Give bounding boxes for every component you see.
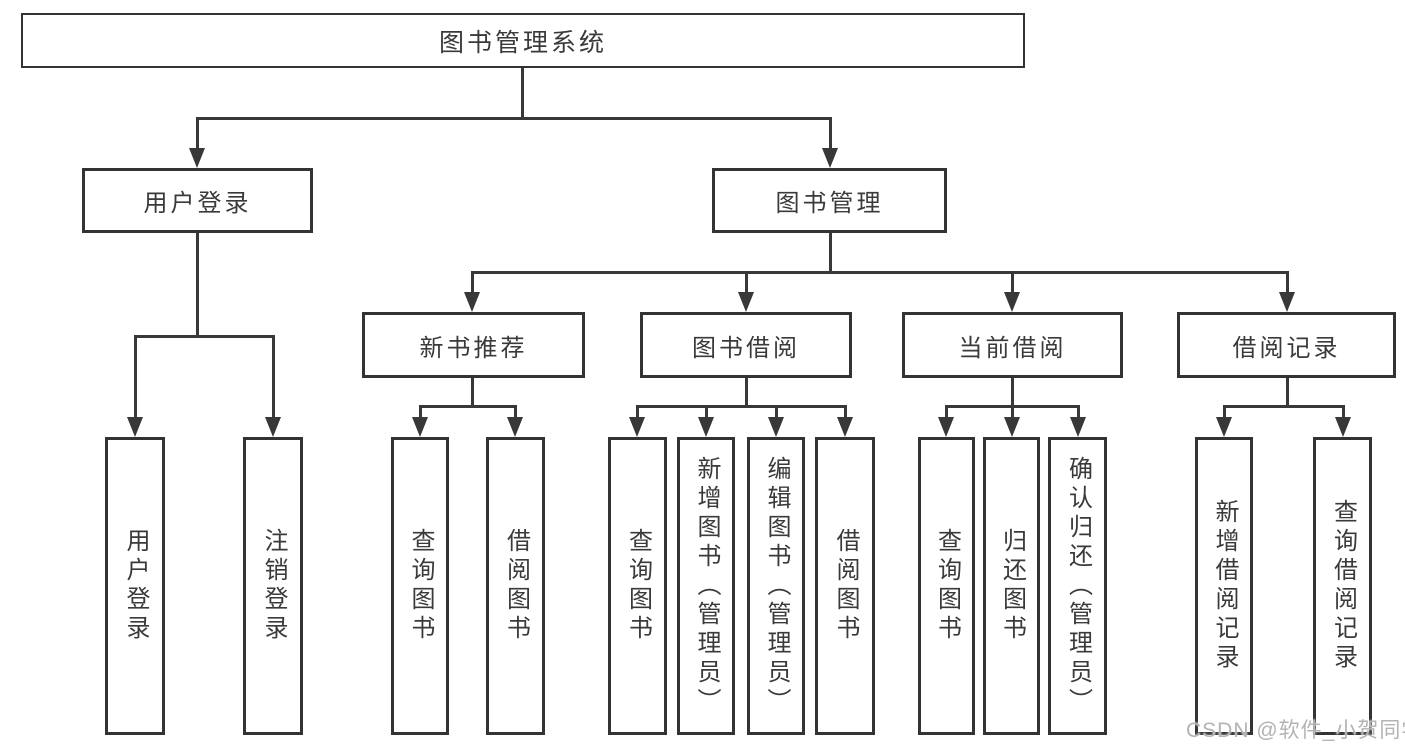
arrow-down-icon [265, 417, 281, 437]
arrow-down-icon [127, 417, 143, 437]
node-borrow-books-recommend: 借阅图书 [486, 437, 545, 735]
connector-line [419, 405, 517, 408]
node-new-book-recommendation: 新书推荐 [362, 312, 585, 378]
arrow-down-icon [1070, 417, 1086, 437]
connector-line [1223, 405, 1345, 408]
node-query-books-recommend: 查询图书 [391, 437, 449, 735]
node-user-login: 用户登录 [82, 168, 313, 233]
node-label: 新增借阅记录 [1211, 499, 1238, 673]
arrow-down-icon [837, 417, 853, 437]
connector-line [514, 405, 517, 419]
connector-line [705, 405, 708, 419]
node-return-books: 归还图书 [983, 437, 1040, 735]
node-label: 图书管理系统 [438, 28, 607, 57]
node-library-system: 图书管理系统 [21, 13, 1025, 68]
arrow-down-icon [412, 417, 428, 437]
connector-line [196, 233, 199, 338]
node-borrow-books-borrowing: 借阅图书 [815, 437, 875, 735]
connector-line [1223, 405, 1226, 419]
node-add-borrow-record: 新增借阅记录 [1195, 437, 1253, 735]
connector-line [1342, 405, 1345, 419]
node-label: 借阅图书 [832, 528, 859, 644]
node-logout-function: 注销登录 [243, 437, 303, 735]
node-label: 借阅图书 [502, 528, 530, 644]
node-label: 查询图书 [933, 528, 961, 644]
arrow-down-icon [1335, 417, 1351, 437]
node-borrowing-records: 借阅记录 [1177, 312, 1396, 378]
connector-line [745, 271, 748, 294]
node-book-management: 图书管理 [712, 168, 947, 233]
node-current-borrowing: 当前借阅 [902, 312, 1123, 378]
node-label: 当前借阅 [958, 334, 1067, 362]
connector-line [775, 405, 778, 419]
node-query-books-borrowing: 查询图书 [608, 437, 667, 735]
node-book-borrowing: 图书借阅 [640, 312, 852, 378]
node-query-books-current: 查询图书 [918, 437, 975, 735]
arrow-down-icon [822, 148, 838, 168]
csdn-watermark: CSDN @软件_小贺同学 [1186, 719, 1405, 742]
node-label: 图书借阅 [692, 334, 800, 362]
connector-line [829, 233, 832, 274]
node-label: 注销登录 [260, 528, 287, 644]
node-confirm-return-admin: 确认归还（管理员） [1048, 437, 1107, 735]
connector-line [844, 405, 847, 419]
arrow-down-icon [738, 292, 754, 312]
connector-line [1286, 271, 1289, 294]
connector-line [829, 117, 832, 149]
connector-line [196, 117, 832, 120]
connector-line [419, 405, 422, 419]
node-label: 图书管理 [775, 190, 884, 217]
connector-line [134, 335, 275, 338]
node-label: 查询图书 [624, 528, 652, 644]
connector-line [1011, 271, 1014, 294]
arrow-down-icon [507, 417, 523, 437]
connector-line [521, 68, 524, 118]
arrow-down-icon [698, 417, 714, 437]
node-add-books-admin: 新增图书（管理员） [677, 437, 735, 735]
node-label: 新书推荐 [419, 334, 528, 362]
arrow-down-icon [1216, 417, 1232, 437]
connector-line [945, 405, 948, 419]
connector-line [1011, 405, 1014, 419]
connector-line [745, 377, 748, 408]
node-user-login-function: 用户登录 [105, 437, 165, 735]
node-label: 查询借阅记录 [1329, 499, 1357, 673]
node-label: 用户登录 [143, 190, 252, 217]
connector-line [471, 271, 474, 294]
node-label: 查询图书 [407, 528, 434, 644]
connector-line [471, 377, 474, 408]
arrow-down-icon [768, 417, 784, 437]
arrow-down-icon [1004, 417, 1020, 437]
node-label: 用户登录 [122, 528, 149, 644]
arrow-down-icon [1279, 292, 1295, 312]
connector-line [1286, 377, 1289, 408]
arrow-down-icon [938, 417, 954, 437]
arrow-down-icon [629, 417, 645, 437]
connector-line [134, 335, 137, 419]
node-edit-books-admin: 编辑图书（管理员） [747, 437, 805, 735]
node-query-borrow-record: 查询借阅记录 [1313, 437, 1372, 735]
connector-line [471, 271, 1289, 274]
node-label: 归还图书 [998, 528, 1026, 644]
node-label: 新增图书（管理员） [693, 455, 720, 717]
connector-line [1077, 405, 1080, 419]
connector-line [196, 117, 199, 149]
arrow-down-icon [1004, 292, 1020, 312]
node-label: 借阅记录 [1232, 334, 1341, 362]
node-label: 编辑图书（管理员） [763, 455, 790, 717]
connector-line [636, 405, 639, 419]
connector-line [272, 335, 275, 419]
connector-line [1011, 377, 1014, 408]
node-label: 确认归还（管理员） [1064, 455, 1092, 717]
arrow-down-icon [189, 148, 205, 168]
connector-line [636, 405, 847, 408]
arrow-down-icon [464, 292, 480, 312]
